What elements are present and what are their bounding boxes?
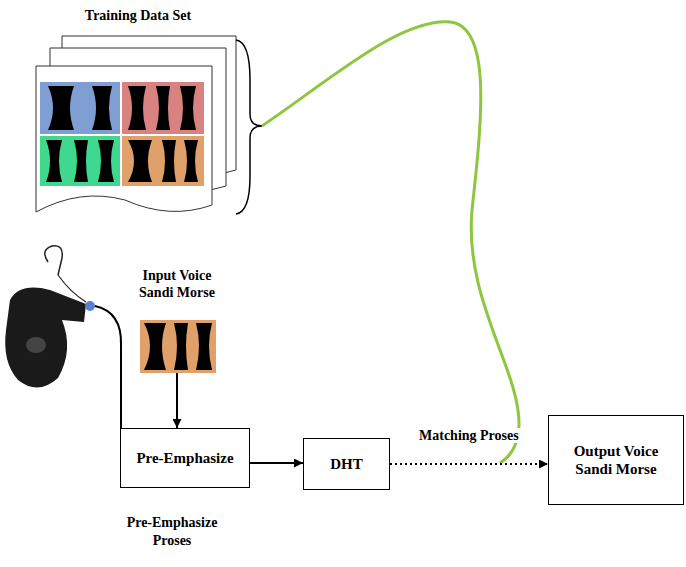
bracket	[236, 40, 262, 214]
spectrogram-tile	[40, 136, 120, 186]
node-heading: Input Voice Sandi Morse	[129, 268, 225, 302]
edge-label-holder: Matching Proses	[417, 427, 521, 445]
node-label: Output Voice Sandi Morse	[566, 442, 666, 478]
input-spectrogram	[140, 320, 216, 373]
process-box: DHT	[303, 438, 390, 490]
edge-label: Matching Proses	[417, 428, 521, 443]
whistle-icon	[5, 246, 95, 388]
node-label: Pre-Emphasize	[136, 449, 233, 467]
merge-curve	[262, 22, 519, 463]
output-box: Output Voice Sandi Morse	[548, 415, 684, 505]
input-sample: Input Voice Sandi Morse	[120, 268, 234, 373]
spectrogram-tile	[40, 82, 120, 134]
flow-arrow	[250, 462, 303, 464]
dotted-arrow	[390, 463, 548, 465]
process-box: Pre-Emphasize	[120, 428, 250, 488]
page-sheet	[36, 66, 212, 212]
node-label: DHT	[330, 455, 363, 473]
spectrogram-tile	[122, 82, 204, 134]
spectrogram-tile	[122, 136, 204, 186]
flow-arrow	[176, 373, 178, 428]
input-cable	[95, 306, 121, 440]
image-stack: Training Data Set	[38, 8, 238, 215]
node-heading: Training Data Set	[48, 8, 228, 25]
stage-note: Pre-Emphasize Proses	[114, 514, 230, 549]
